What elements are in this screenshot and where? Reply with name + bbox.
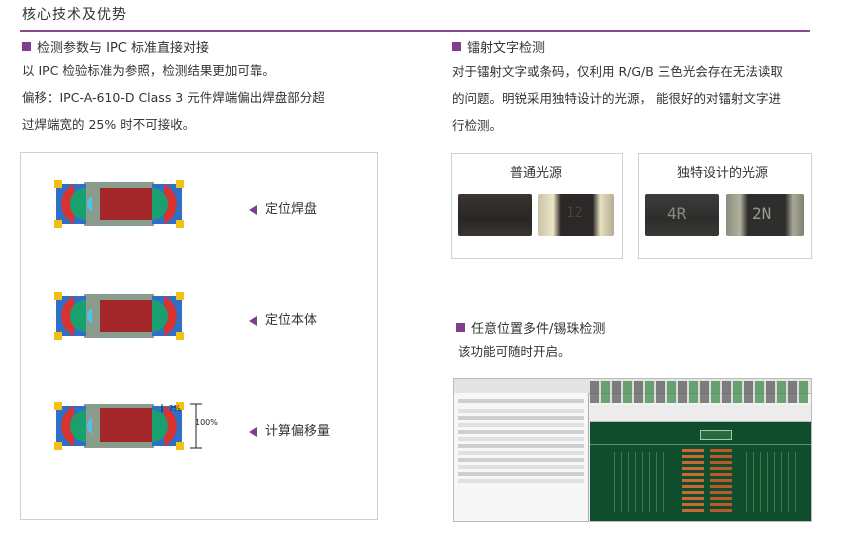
laser-line-1: 对于镭射文字或条码，仅利用 R/G/B 三色光会存在无法读取 <box>452 64 783 79</box>
ipc-line-1: 以 IPC 检验标准为参照，检测结果更加可靠。 <box>22 63 275 78</box>
page-title: 核心技术及优势 <box>22 7 127 23</box>
label-locate-pad: 定位焊盘 <box>249 198 317 217</box>
section-heading-ipc: 检测参数与 IPC 标准直接对接 <box>22 37 209 56</box>
software-info-bar <box>590 405 811 422</box>
section-heading-multi-label: 任意位置多件/锡珠检测 <box>471 322 606 337</box>
chip-photo-normal-1 <box>458 194 532 236</box>
software-toolbar <box>590 381 808 403</box>
chip-photo-special-1: 4R <box>645 194 719 236</box>
bullet-icon <box>452 42 461 51</box>
pointer-icon <box>249 426 257 437</box>
title-divider <box>20 30 810 32</box>
chip-photo-special-2: 2N <box>726 194 804 236</box>
component-row-offset <box>54 402 202 450</box>
chip-photo-normal-2: 12 <box>538 194 614 236</box>
section-heading-laser: 镭射文字检测 <box>452 37 545 56</box>
bullet-icon <box>456 323 465 332</box>
software-param-panel <box>454 393 589 521</box>
pointer-icon <box>249 315 257 326</box>
ipc-paragraph: 以 IPC 检验标准为参照，检测结果更加可靠。 偏移：IPC-A-610-D C… <box>22 57 422 138</box>
laser-line-2: 的问题。明锐采用独特设计的光源， 能很好的对镭射文字进 <box>452 91 781 106</box>
label-locate-body: 定位本体 <box>249 309 317 328</box>
pointer-icon <box>249 204 257 215</box>
ipc-line-2: 偏移：IPC-A-610-D Class 3 元件焊端偏出焊盘部分超 <box>22 90 325 105</box>
multi-paragraph: 该功能可随时开启。 <box>458 344 571 359</box>
laser-line-3: 行检测。 <box>452 118 503 133</box>
component-row-pad <box>54 180 184 228</box>
section-heading-laser-label: 镭射文字检测 <box>467 41 546 56</box>
section-heading-multi: 任意位置多件/锡珠检测 <box>456 318 605 337</box>
laser-paragraph: 对于镭射文字或条码，仅利用 R/G/B 三色光会存在无法读取 的问题。明锐采用独… <box>452 58 822 139</box>
section-heading-ipc-label: 检测参数与 IPC 标准直接对接 <box>37 41 210 56</box>
caption-special-light: 独特设计的光源 <box>677 166 769 181</box>
software-screenshot <box>453 378 812 522</box>
label-calc-offset: 计算偏移量 <box>249 420 330 439</box>
caption-normal-light: 普通光源 <box>510 166 563 181</box>
ipc-line-3: 过焊端宽的 25% 时不可接收。 <box>22 117 196 132</box>
pcb-view <box>590 422 811 521</box>
bullet-icon <box>22 42 31 51</box>
dim-big-label: 100% <box>195 418 218 427</box>
offset-diagram <box>54 180 202 450</box>
component-row-body <box>54 292 184 340</box>
dim-small-label: ?% <box>169 404 181 413</box>
